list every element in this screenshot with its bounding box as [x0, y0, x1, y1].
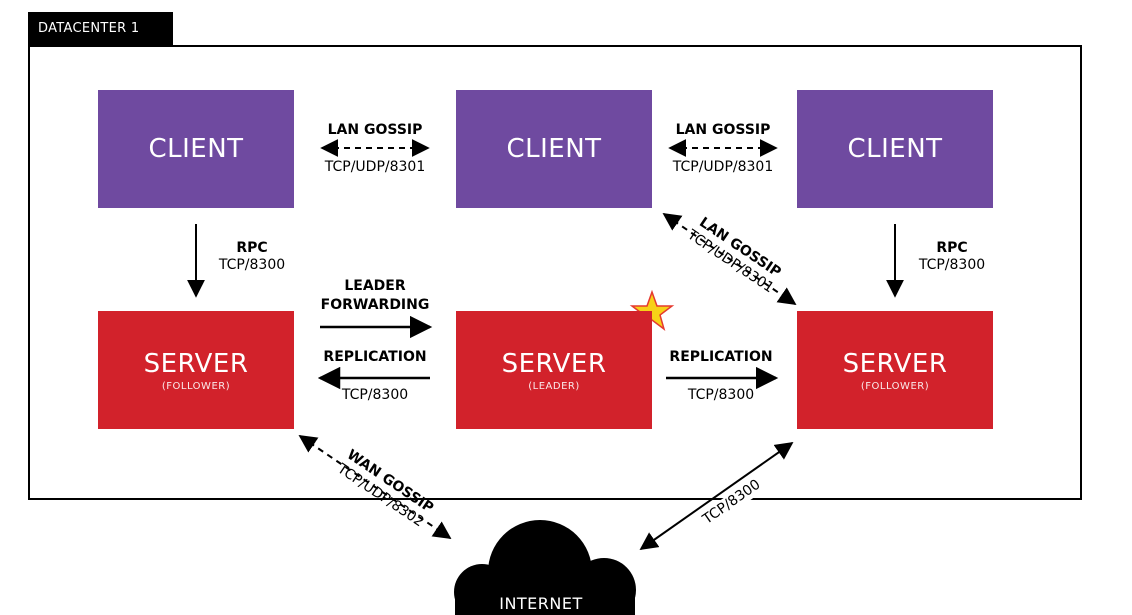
server-node-center: SERVER (LEADER) — [456, 311, 652, 429]
lan-gossip-left-title: LAN GOSSIP — [327, 122, 423, 138]
datacenter-label: DATACENTER 1 — [28, 12, 173, 45]
client-label: CLIENT — [148, 134, 244, 164]
wan-gossip-arrow — [298, 434, 452, 540]
lan-gossip-right-port: TCP/UDP/8301 — [672, 159, 774, 175]
leader-star-icon — [629, 289, 675, 331]
client-label: CLIENT — [847, 134, 943, 164]
replication-right-port: TCP/8300 — [687, 387, 755, 403]
server-label: SERVER — [501, 348, 607, 379]
replication-right-title: REPLICATION — [669, 349, 773, 365]
client-node-right: CLIENT — [797, 90, 993, 208]
client-node-left: CLIENT — [98, 90, 294, 208]
datacenter-frame — [28, 45, 1082, 500]
lan-gossip-right-title: LAN GOSSIP — [675, 122, 771, 138]
rpc-left-title: RPC — [236, 240, 268, 256]
server-role: (FOLLOWER) — [860, 380, 930, 392]
cloud-icon — [454, 520, 636, 615]
rpc-right-title: RPC — [936, 240, 968, 256]
replication-left-port: TCP/8300 — [341, 387, 409, 403]
replication-left-title: REPLICATION — [323, 349, 427, 365]
internet-label: INTERNET — [499, 594, 583, 613]
internet-link-arrow — [639, 441, 794, 551]
server-label: SERVER — [842, 348, 948, 379]
leader-forwarding-line1: LEADER — [344, 278, 406, 294]
server-role: (LEADER) — [528, 380, 580, 392]
leader-forwarding-line2: FORWARDING — [320, 297, 430, 313]
rpc-left-port: TCP/8300 — [218, 257, 286, 273]
server-role: (FOLLOWER) — [161, 380, 231, 392]
client-node-center: CLIENT — [456, 90, 652, 208]
lan-gossip-diagonal-arrow — [662, 212, 797, 306]
client-label: CLIENT — [506, 134, 602, 164]
server-node-right: SERVER (FOLLOWER) — [797, 311, 993, 429]
rpc-right-port: TCP/8300 — [918, 257, 986, 273]
lan-gossip-left-port: TCP/UDP/8301 — [324, 159, 426, 175]
server-node-left: SERVER (FOLLOWER) — [98, 311, 294, 429]
server-label: SERVER — [143, 348, 249, 379]
